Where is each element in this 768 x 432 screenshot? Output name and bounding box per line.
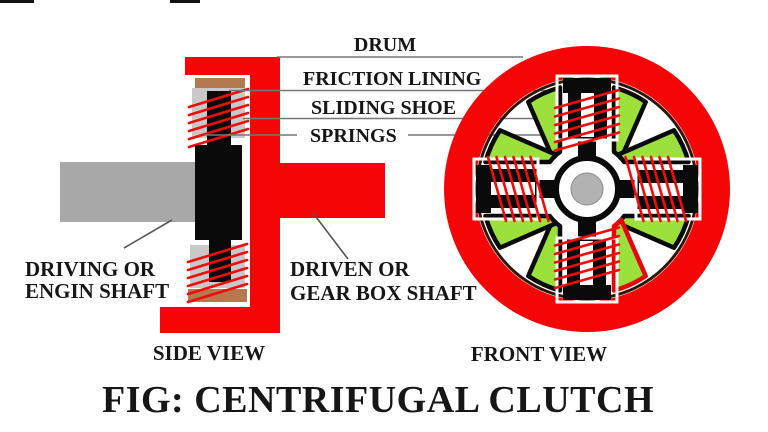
driven-shaft-leader-line bbox=[312, 212, 349, 260]
driving-shaft-leader-line bbox=[123, 219, 173, 249]
front-view-caption: FRONT VIEW bbox=[471, 342, 607, 366]
driving-shaft-label-line2: ENGIN SHAFT bbox=[25, 279, 169, 303]
sliding-shoe-label: SLIDING SHOE bbox=[311, 97, 456, 119]
friction-lining-label: FRICTION LINING bbox=[303, 68, 482, 90]
driving-shaft-label-line1: DRIVING OR bbox=[25, 257, 156, 281]
side-top-shoe-assembly bbox=[187, 78, 250, 149]
spring-hatch-bottom bbox=[186, 242, 249, 304]
driven-shaft-label-line1: DRIVEN OR bbox=[290, 257, 410, 281]
side-view: DRIVING OR ENGIN SHAFT DRIVEN OR GEAR BO… bbox=[25, 57, 477, 365]
spring-hatch-top bbox=[187, 87, 250, 149]
springs-label: SPRINGS bbox=[310, 125, 397, 147]
driven-shaft bbox=[270, 163, 385, 218]
drum-ring bbox=[444, 46, 730, 332]
driven-shaft-label-line2: GEAR BOX SHAFT bbox=[290, 281, 477, 305]
center-shaft-bore bbox=[570, 172, 604, 206]
scan-artifacts bbox=[0, 0, 200, 3]
driving-shaft bbox=[60, 162, 196, 222]
hub-block bbox=[195, 145, 242, 240]
drum-label: DRUM bbox=[354, 34, 416, 56]
front-view: FRONT VIEW bbox=[444, 46, 730, 366]
side-bottom-shoe-assembly bbox=[186, 240, 249, 304]
figure-title: FIG: CENTRIFUGAL CLUTCH bbox=[102, 379, 654, 421]
drum-housing bbox=[160, 57, 280, 333]
side-view-caption: SIDE VIEW bbox=[153, 341, 265, 365]
friction-lining-top bbox=[195, 78, 245, 88]
